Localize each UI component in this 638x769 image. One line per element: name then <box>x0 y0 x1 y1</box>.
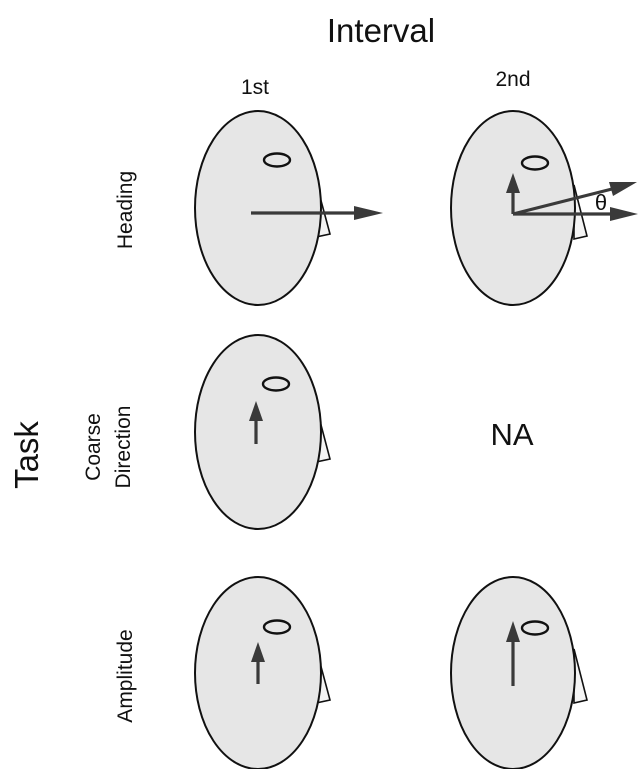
column-label-2nd: 2nd <box>495 68 530 91</box>
head-outline <box>194 334 322 530</box>
eye <box>520 155 550 171</box>
eye <box>520 620 550 636</box>
task-title: Task <box>8 421 45 489</box>
deviated-heading-arrow-head <box>609 182 637 196</box>
not-applicable-label: NA <box>490 417 533 452</box>
head-amplitude-2nd <box>450 576 588 769</box>
upward-arrow-head <box>506 173 520 193</box>
eye <box>262 152 292 168</box>
row-label-coarse: Coarse <box>82 413 105 481</box>
row-label-direction: Direction <box>112 406 135 489</box>
row-label-amplitude: Amplitude <box>114 629 137 722</box>
eye <box>261 376 291 392</box>
theta-label: θ <box>595 190 607 215</box>
column-label-1st: 1st <box>241 76 269 99</box>
reference-heading-arrow-head <box>610 207 638 221</box>
head-heading-2nd: θ <box>450 110 638 306</box>
upward-arrow-head <box>251 642 265 662</box>
head-coarse-direction-1st <box>194 334 331 530</box>
upward-arrow-head <box>506 621 520 642</box>
heading-arrow-head <box>354 206 383 220</box>
row-label-heading: Heading <box>114 171 137 249</box>
upward-arrow-head <box>249 401 263 421</box>
head-amplitude-1st <box>194 576 331 769</box>
interval-title: Interval <box>327 12 435 49</box>
eye <box>262 619 292 635</box>
head-heading-1st <box>194 110 383 306</box>
head-outline <box>194 110 322 306</box>
deviated-heading-arrow-shaft <box>512 187 613 216</box>
